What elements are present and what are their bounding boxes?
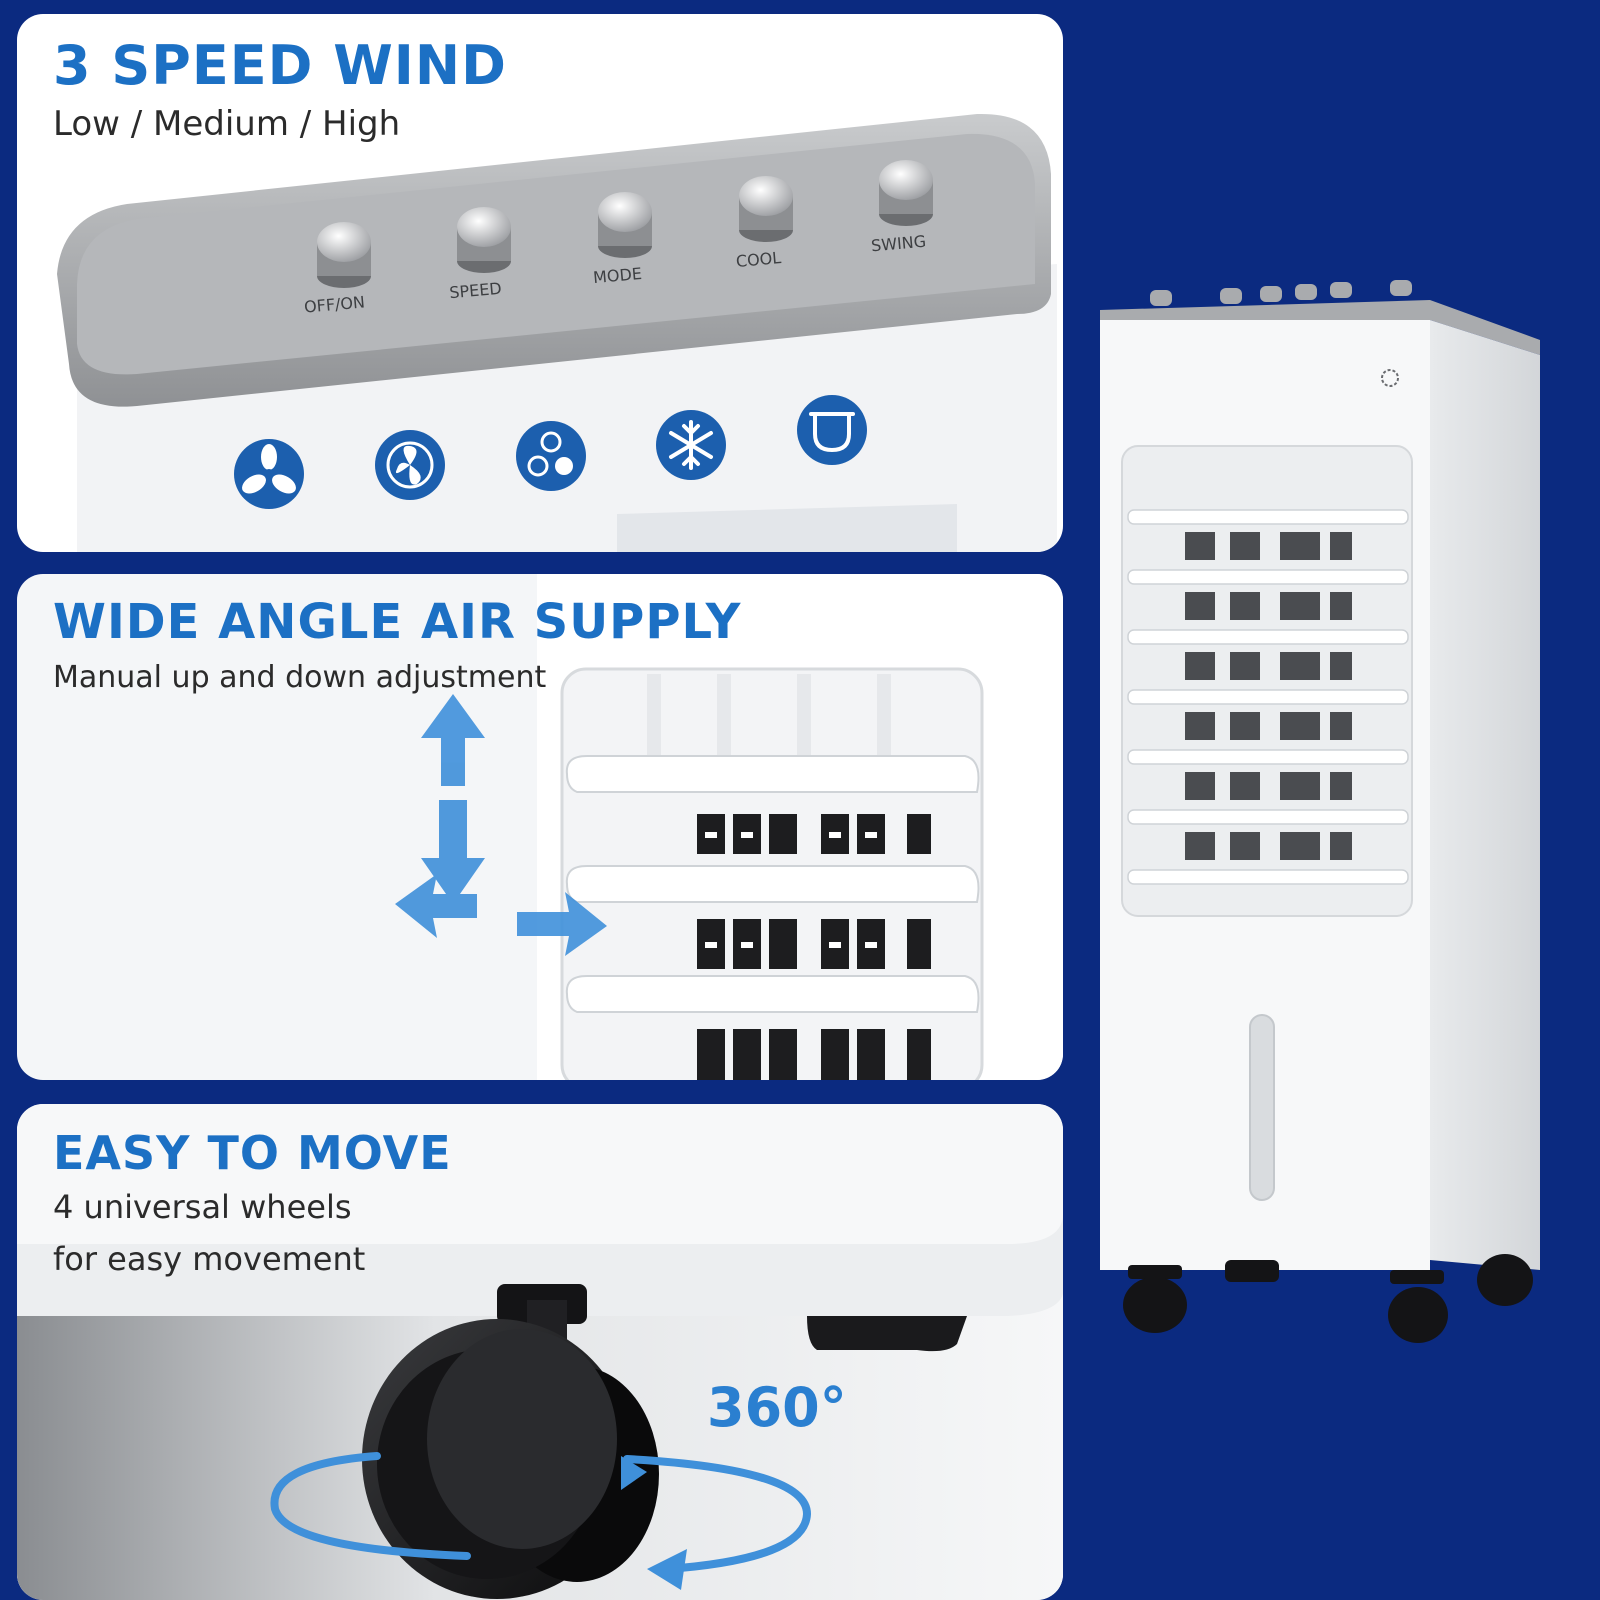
- panel-title: EASY TO MOVE: [53, 1126, 452, 1180]
- label-speed: SPEED: [449, 279, 503, 302]
- knob-mode[interactable]: [598, 192, 652, 258]
- label-mode: MODE: [592, 264, 642, 287]
- panel-subtitle-line2: for easy movement: [53, 1240, 366, 1278]
- direction-arrows-icon: [395, 694, 607, 956]
- air-cooler-product-image: [1100, 280, 1540, 1343]
- snowflake-icon: [656, 410, 726, 480]
- label-swing: SWING: [870, 232, 927, 256]
- rotation-arrow-icon: [270, 1452, 812, 1573]
- fan-mode-icon: [516, 421, 586, 491]
- label-cool: COOL: [735, 248, 782, 271]
- control-panel-illustration: OFF/ON SPEED MODE COOL SWING: [57, 113, 1057, 552]
- speed-wind-panel: OFF/ON SPEED MODE COOL SWING: [17, 14, 1063, 552]
- knob-off-on[interactable]: [317, 222, 371, 288]
- louver-illustration: [395, 574, 1063, 1080]
- panel-subtitle: Manual up and down adjustment: [53, 660, 547, 695]
- rotation-label: 360°: [707, 1376, 847, 1439]
- fan-speed-icon: [375, 430, 445, 500]
- easy-move-panel: EASY TO MOVE 4 universal wheels for easy…: [17, 1104, 1063, 1600]
- knob-swing[interactable]: [879, 160, 933, 226]
- air-supply-panel: WIDE ANGLE AIR SUPPLY Manual up and down…: [17, 574, 1063, 1080]
- swing-icon: [797, 395, 867, 465]
- panel-subtitle-line1: 4 universal wheels: [53, 1188, 352, 1226]
- knob-speed[interactable]: [457, 207, 511, 273]
- caster-wheel-illustration: [17, 1104, 1063, 1600]
- panel-title: 3 SPEED WIND: [53, 34, 507, 97]
- fan-icon: [234, 439, 304, 509]
- panel-title: WIDE ANGLE AIR SUPPLY: [53, 594, 742, 650]
- knob-cool[interactable]: [739, 176, 793, 242]
- panel-subtitle: Low / Medium / High: [53, 104, 401, 144]
